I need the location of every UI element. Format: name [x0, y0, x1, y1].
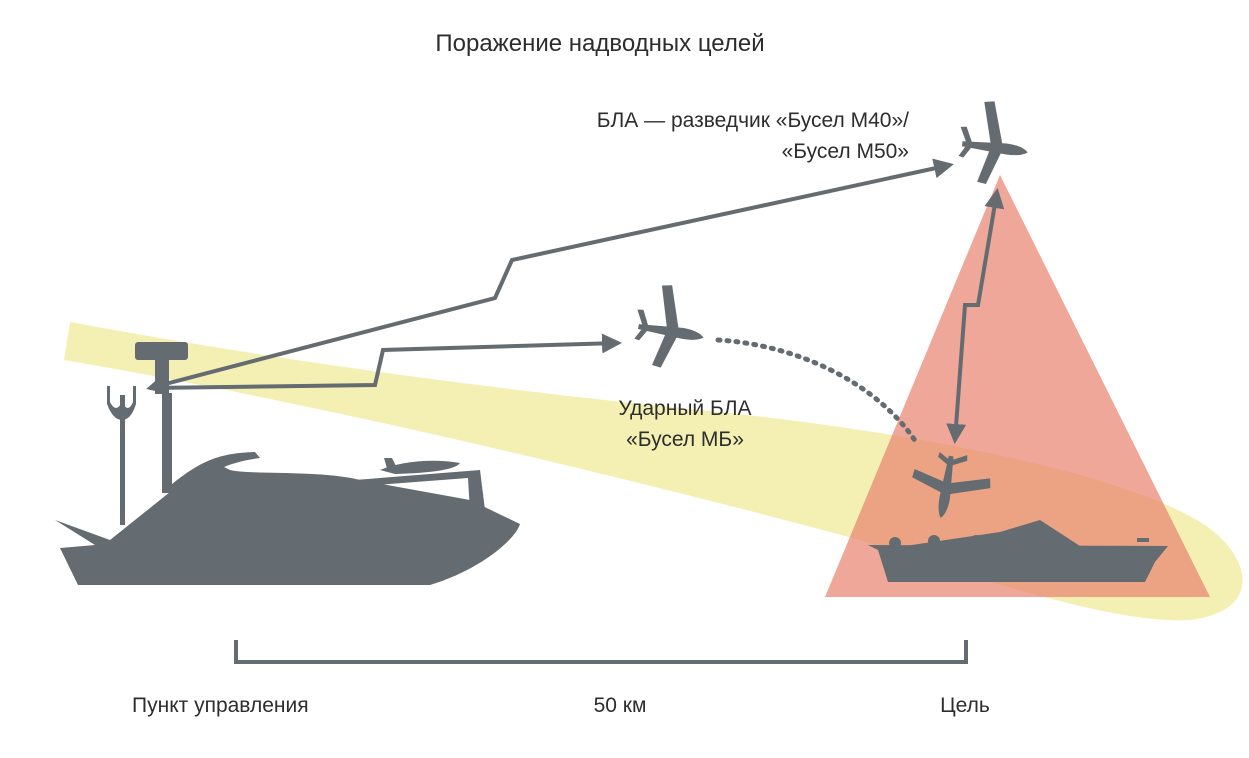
strike-uav-icon — [628, 280, 712, 374]
scout-uav-icon — [953, 97, 1035, 190]
diagram-title: Поражение надводных целей — [435, 30, 765, 57]
distance-label: 50 км — [593, 694, 647, 717]
link-control-to-strike — [149, 333, 622, 390]
strike-uav-label-line2: «Бусел МБ» — [626, 428, 744, 451]
strike-uav-label: Ударный БЛА «Бусел МБ» — [560, 393, 810, 455]
strike-uav-label-line1: Ударный БЛА — [618, 397, 752, 420]
scout-uav-label-line1: БЛА — разведчик «Бусел М40»/ — [596, 109, 909, 132]
link-scout-to-attacker — [946, 188, 1005, 444]
control-point-label: Пункт управления — [132, 694, 309, 717]
link-control-to-scout — [146, 158, 954, 394]
scout-uav-label-line2: «Бусел М50» — [781, 140, 909, 163]
target-label: Цель — [940, 694, 990, 717]
target-ship-icon — [868, 520, 1168, 582]
strike-trajectory — [715, 337, 921, 448]
scout-uav-label: БЛА — разведчик «Бусел М40»/ «Бусел М50» — [597, 105, 909, 167]
sensor-cone — [825, 175, 1210, 597]
control-boat-icon — [55, 342, 520, 585]
scale-bar — [234, 640, 968, 664]
